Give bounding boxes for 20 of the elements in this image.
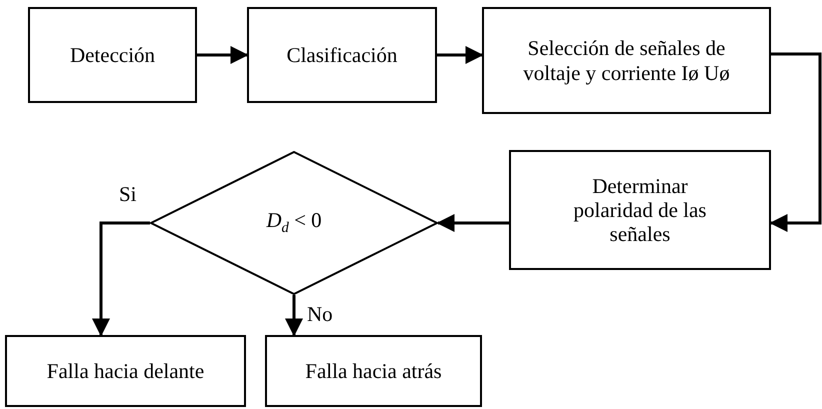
step-text: Determinar polaridad de las señales	[572, 174, 708, 246]
process-box	[28, 7, 197, 103]
arrow	[436, 214, 509, 232]
process-box	[5, 335, 246, 407]
arrow	[197, 46, 248, 64]
process-box	[509, 150, 771, 270]
step-text: Detección	[68, 42, 156, 68]
arrow	[92, 222, 150, 336]
step-text: Falla hacia delante	[46, 358, 206, 384]
process-box	[247, 7, 437, 103]
condition-text: D$_{d}$ < 0	[265, 208, 323, 238]
arrow	[285, 295, 303, 336]
step-text: Clasificación	[286, 42, 398, 68]
step-text: Selección de señales de voltaje y corriente Iø Uø	[522, 36, 731, 85]
decision-diamond	[150, 151, 438, 295]
process-box	[265, 335, 482, 407]
step-text: Falla hacia atrás	[304, 358, 443, 384]
process-box	[482, 7, 771, 114]
arrow	[437, 46, 484, 64]
arrow	[770, 52, 822, 232]
